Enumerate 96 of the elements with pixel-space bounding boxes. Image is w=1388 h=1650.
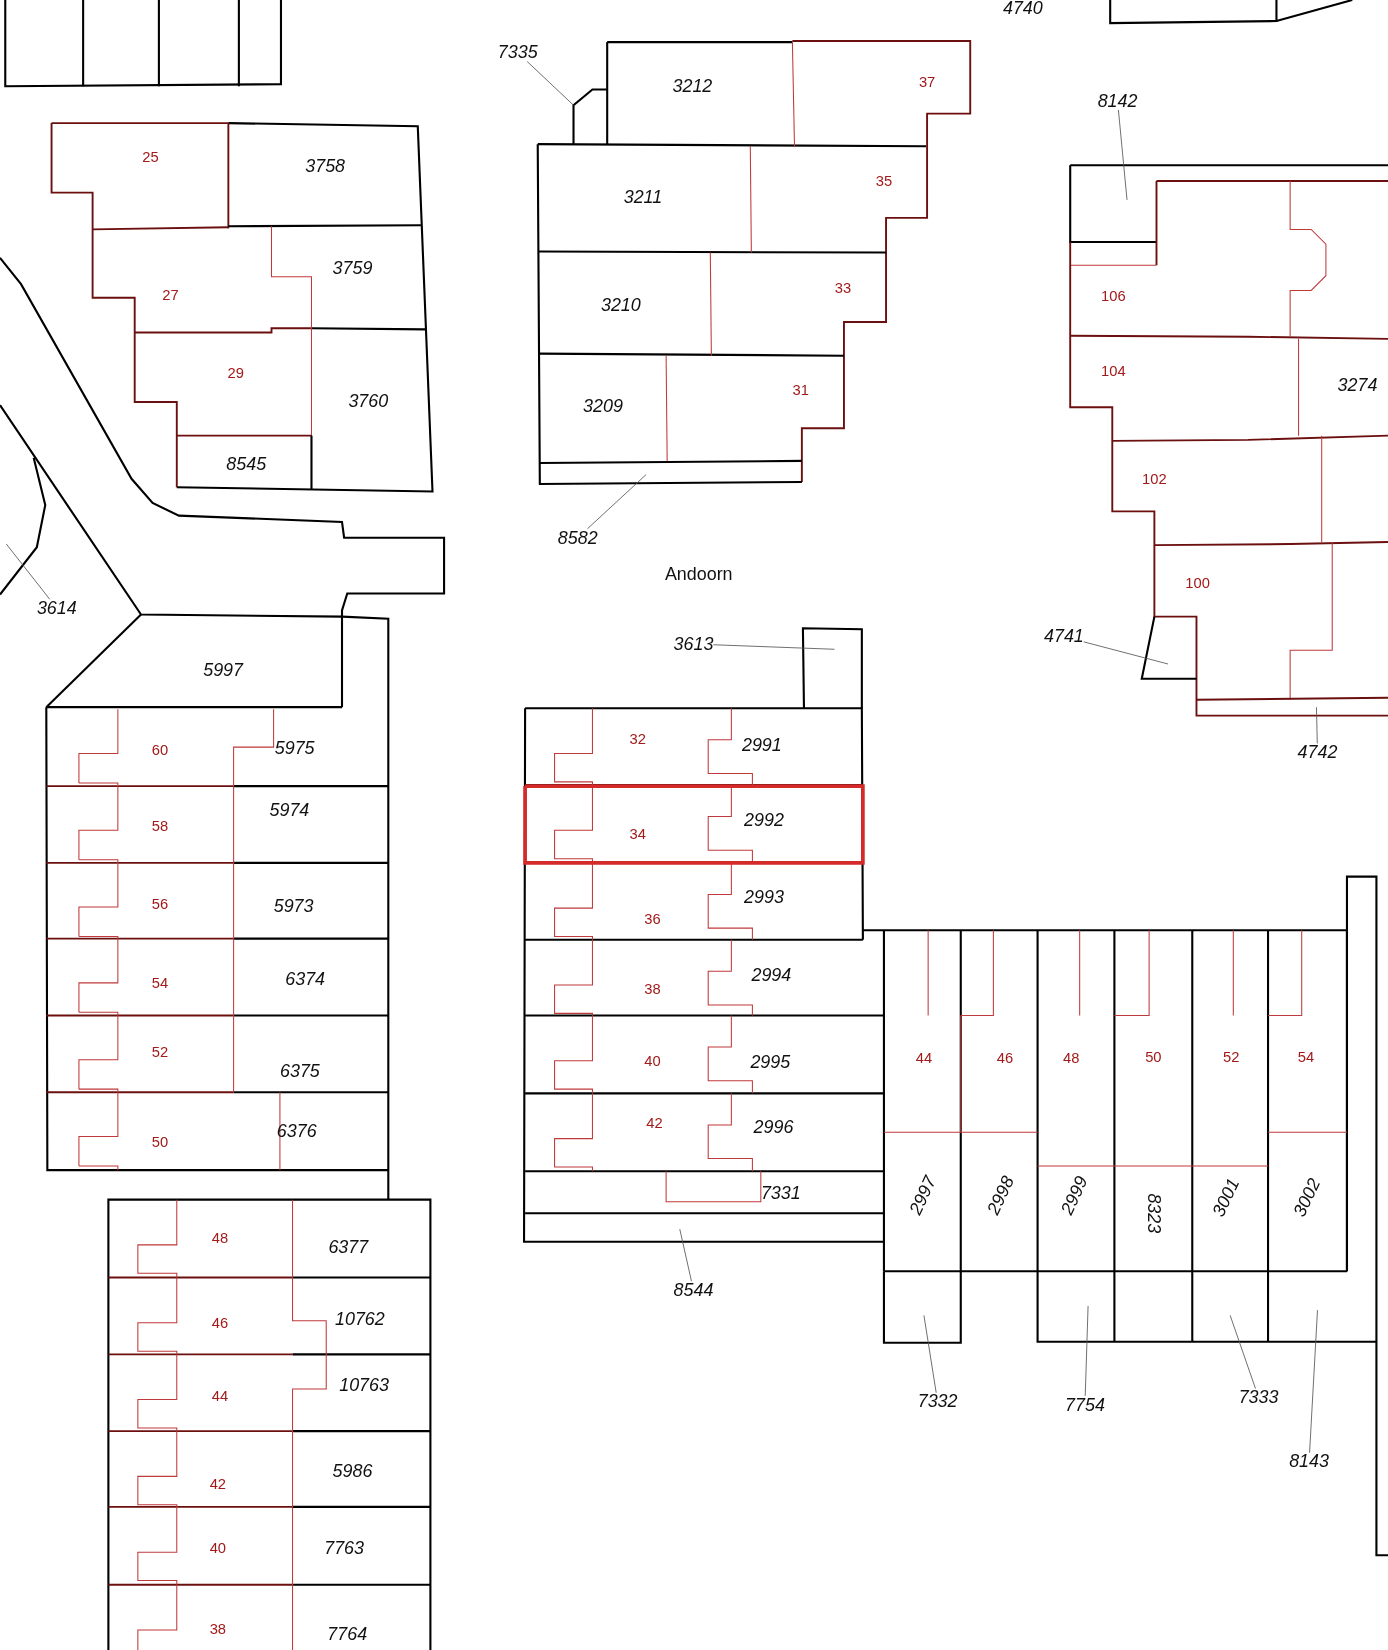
leader-line <box>712 644 835 650</box>
leader-line <box>1309 1309 1318 1454</box>
parcel-number: 2992 <box>744 810 784 829</box>
house-number: 54 <box>151 975 169 991</box>
house-number: 100 <box>1185 575 1210 591</box>
parcel-number: 8142 <box>1097 92 1138 110</box>
house-number: 40 <box>209 1540 227 1556</box>
house-number: 60 <box>151 741 169 757</box>
parcel-number: 5986 <box>332 1462 373 1481</box>
leader-line <box>1229 1314 1256 1389</box>
house-number: 50 <box>151 1134 169 1150</box>
parcel-number: 7754 <box>1065 1395 1105 1414</box>
parcel-number: 7764 <box>327 1625 368 1644</box>
parcel-number: 2993 <box>744 888 784 907</box>
parcel-number: 3212 <box>672 77 713 96</box>
house-number: 50 <box>1145 1049 1162 1064</box>
leader-line <box>1083 641 1169 665</box>
parcel-number: 6374 <box>285 970 326 989</box>
house-number: 102 <box>1142 471 1167 487</box>
parcel-number: 3210 <box>600 296 641 315</box>
parcel-number: 5975 <box>274 739 315 758</box>
house-number: 42 <box>209 1476 227 1492</box>
parcel-number: 2991 <box>741 736 782 754</box>
house-number: 35 <box>875 173 893 189</box>
parcel-number: 4741 <box>1044 627 1084 646</box>
house-number: 37 <box>918 74 936 90</box>
parcel-number: 5973 <box>273 897 314 915</box>
house-number: 54 <box>1297 1049 1315 1064</box>
house-number: 32 <box>629 731 646 747</box>
house-number: 48 <box>1063 1050 1080 1065</box>
parcel-number: 3758 <box>305 157 346 176</box>
house-number: 46 <box>996 1050 1014 1065</box>
parcel-number: 8582 <box>557 528 598 547</box>
parcel-number: 7763 <box>324 1539 364 1557</box>
leader-line <box>679 1228 692 1282</box>
parcel-number: 10763 <box>339 1375 389 1394</box>
parcel-number: 4742 <box>1297 743 1338 762</box>
house-number: 25 <box>142 149 159 165</box>
house-number: 106 <box>1101 288 1126 304</box>
parcel-number: 8545 <box>226 455 267 473</box>
street-name: Andoorn <box>664 565 733 584</box>
house-number: 38 <box>644 981 661 997</box>
house-number: 52 <box>151 1043 169 1059</box>
leader-line <box>1084 1305 1089 1397</box>
leader-line <box>1316 706 1318 744</box>
parcel-number: 6375 <box>280 1062 320 1081</box>
house-number: 29 <box>227 365 244 380</box>
parcel-number: 7335 <box>497 43 538 62</box>
parcel-number: 3209 <box>583 397 623 416</box>
house-number: 104 <box>1101 363 1126 378</box>
parcel-number: 2995 <box>750 1052 791 1071</box>
parcel-number: 7332 <box>917 1392 958 1411</box>
house-number: 44 <box>211 1388 229 1403</box>
house-number: 52 <box>1223 1049 1240 1064</box>
house-number: 56 <box>151 896 169 912</box>
house-number: 36 <box>644 911 661 927</box>
house-number: 48 <box>211 1230 229 1245</box>
parcel-number: 3211 <box>623 187 663 206</box>
house-number: 33 <box>834 279 852 295</box>
parcel-number: 5997 <box>203 661 243 680</box>
parcel-number: 2999 <box>1057 1173 1091 1218</box>
house-number: 46 <box>211 1315 229 1331</box>
house-number: 58 <box>151 818 169 834</box>
parcel-number: 3760 <box>348 392 389 410</box>
house-number: 27 <box>162 287 179 302</box>
house-number: 40 <box>644 1053 661 1069</box>
parcel-number: 6377 <box>328 1238 369 1256</box>
parcel-number: 5974 <box>269 801 310 820</box>
parcel-number: 10762 <box>335 1310 385 1329</box>
parcel-number: 8143 <box>1289 1452 1329 1471</box>
parcel-number: 2997 <box>906 1173 940 1218</box>
leader-line <box>5 543 51 600</box>
parcel-number: 3759 <box>332 259 373 278</box>
parcel-number: 3613 <box>673 635 714 653</box>
leader-line <box>587 474 647 530</box>
parcel-number: 2994 <box>751 966 792 985</box>
parcel-number: 8544 <box>673 1281 714 1300</box>
house-number: 44 <box>915 1050 933 1065</box>
leader-line <box>526 61 574 106</box>
parcel-number: 3002 <box>1290 1175 1324 1220</box>
parcel-number: 3001 <box>1209 1175 1243 1220</box>
parcel-number: 2998 <box>984 1173 1018 1218</box>
house-number: 31 <box>792 382 809 397</box>
parcel-number: 4740 <box>1002 0 1043 18</box>
leader-line <box>1118 109 1128 201</box>
parcel-number: 3614 <box>36 599 77 618</box>
parcel-number: 7331 <box>760 1184 801 1203</box>
parcel-number: 6376 <box>276 1122 317 1141</box>
parcel-number: 3274 <box>1337 376 1378 395</box>
parcel-number: 7333 <box>1238 1388 1279 1407</box>
leader-line <box>923 1314 937 1394</box>
parcel-number: 8323 <box>1144 1193 1163 1234</box>
house-number: 38 <box>209 1621 227 1637</box>
parcel-number: 2996 <box>753 1118 794 1136</box>
house-number: 34 <box>629 826 646 841</box>
house-number: 42 <box>646 1115 663 1131</box>
